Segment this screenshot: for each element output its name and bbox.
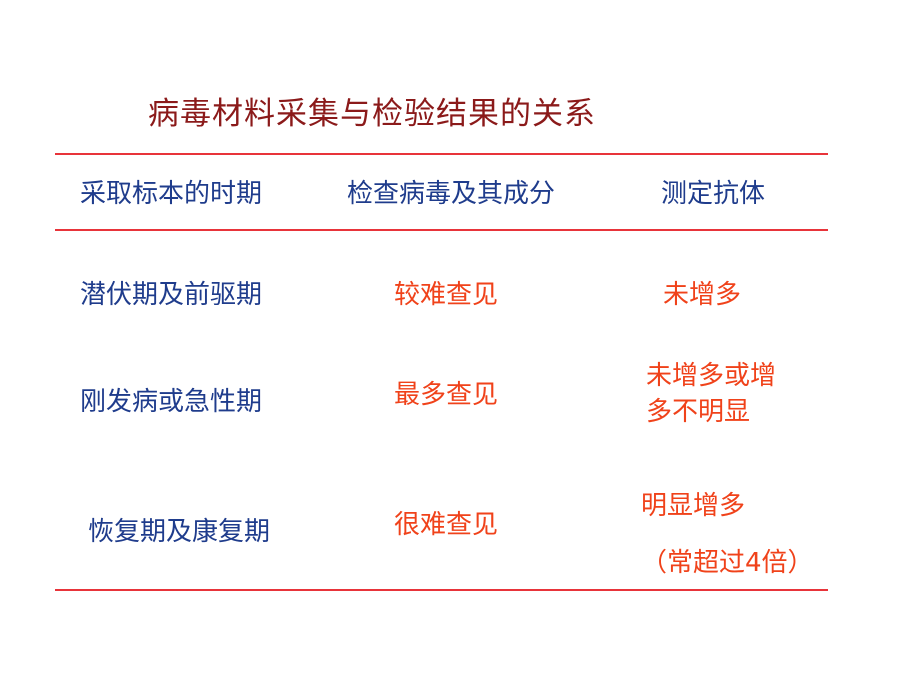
row-antibody-acute-line2: 多不明显 [646, 397, 751, 427]
header-sampling-period: 采取标本的时期 [80, 179, 263, 209]
table-top-rule [55, 153, 828, 155]
row-antibody-incubation: 未增多 [663, 280, 742, 310]
slide-title: 病毒材料采集与检验结果的关系 [148, 96, 596, 132]
row-virus-incubation: 较难查见 [394, 280, 499, 310]
row-antibody-recovery-line1: 明显增多 [641, 491, 746, 521]
row-stage-incubation: 潜伏期及前驱期 [80, 280, 263, 310]
row-antibody-recovery-line2: （常超过4倍） [641, 548, 814, 578]
row-virus-acute: 最多查见 [394, 380, 499, 410]
header-virus-detection: 检查病毒及其成分 [347, 179, 556, 209]
header-bottom-rule [55, 229, 828, 231]
header-antibody-test: 测定抗体 [661, 179, 766, 209]
row-stage-recovery: 恢复期及康复期 [88, 517, 271, 547]
row-antibody-acute-line1: 未增多或增 [646, 361, 777, 391]
table-bottom-rule [55, 589, 828, 591]
row-stage-acute: 刚发病或急性期 [80, 387, 263, 417]
row-virus-recovery: 很难查见 [394, 510, 499, 540]
